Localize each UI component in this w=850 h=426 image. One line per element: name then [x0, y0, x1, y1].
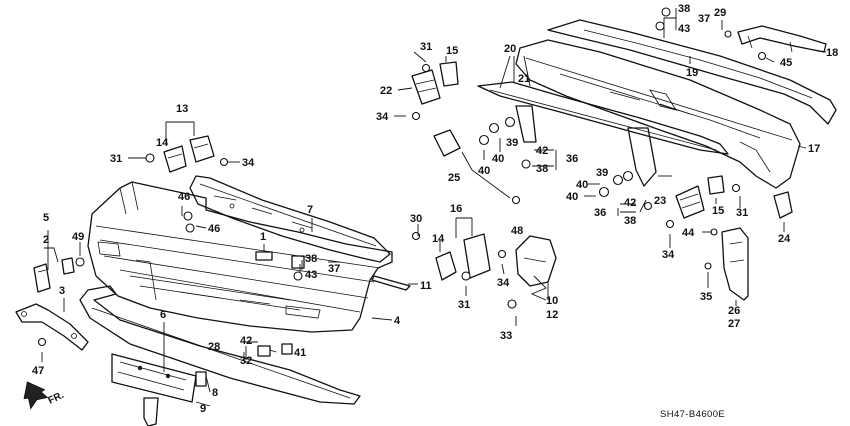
callout-38-rear-a: 38	[536, 163, 548, 175]
diagram-code: SH47-B4600E	[660, 409, 725, 420]
callout-34-rear-a: 34	[497, 277, 510, 289]
callout-33: 33	[500, 330, 512, 342]
callout-38-rear-c: 38	[678, 3, 690, 15]
callout-20: 20	[504, 43, 516, 55]
callout-46-b: 46	[208, 223, 220, 235]
front-bracket-pair	[163, 135, 215, 173]
front-direction-arrow: FR.	[23, 381, 66, 410]
callout-38-front: 38	[305, 253, 317, 265]
callout-40-b: 40	[492, 153, 504, 165]
callout-46-a: 46	[178, 191, 190, 203]
rear-bumper-beam	[477, 81, 729, 155]
rear-mud-guard	[721, 227, 749, 301]
callout-40-d: 40	[566, 191, 578, 203]
callout-34-front: 34	[242, 157, 255, 169]
callout-39-a: 39	[506, 137, 518, 149]
callout-14-rear: 14	[432, 233, 445, 245]
callout-11: 11	[420, 280, 432, 292]
callout-14-front: 14	[156, 137, 169, 149]
callout-numbers: 5 2 3 4 6 7 11 8 9 13 14 31 34 46 46 49 …	[32, 3, 838, 415]
callout-28: 28	[208, 341, 220, 353]
callout-12: 12	[546, 309, 558, 321]
callout-13: 13	[176, 103, 188, 115]
callout-34-rear-b: 34	[376, 111, 389, 123]
rear-upper-molding	[547, 19, 837, 125]
callout-16: 16	[450, 203, 462, 215]
callout-42-front: 42	[240, 335, 252, 347]
callout-31-rear-a: 31	[458, 299, 470, 311]
callout-31-rear-b: 31	[420, 41, 432, 53]
callout-10: 10	[546, 295, 558, 307]
callout-1: 1	[260, 231, 266, 243]
callout-4: 4	[394, 315, 401, 327]
callout-8: 8	[212, 387, 218, 399]
front-bumper-face	[87, 181, 393, 333]
callout-5: 5	[43, 212, 49, 224]
callout-34-rear-c: 34	[662, 249, 675, 261]
callout-15-rear-b: 15	[712, 205, 724, 217]
callout-35: 35	[700, 291, 712, 303]
callout-40-c: 40	[576, 179, 588, 191]
callout-3: 3	[59, 285, 65, 297]
callout-30: 30	[410, 213, 422, 225]
callout-39-b: 39	[596, 167, 608, 179]
callout-17: 17	[808, 143, 820, 155]
front-bumper-stay	[15, 303, 89, 351]
callout-36-b: 36	[594, 207, 606, 219]
callout-9: 9	[200, 403, 206, 415]
callout-36-a: 36	[566, 153, 578, 165]
rear-stays	[515, 105, 725, 219]
callout-24: 24	[778, 233, 791, 245]
callout-6: 6	[160, 309, 166, 321]
license-plate-bracket	[111, 353, 207, 426]
rear-duct-seal	[433, 129, 557, 287]
callout-21: 21	[518, 73, 530, 85]
callout-47: 47	[32, 365, 44, 377]
callout-31-front: 31	[110, 153, 122, 165]
front-small-fasteners	[37, 153, 421, 357]
callout-48: 48	[511, 225, 523, 237]
callout-18: 18	[826, 47, 838, 59]
callout-7: 7	[307, 204, 313, 216]
rear-side-bracket	[411, 61, 459, 105]
callout-25: 25	[448, 172, 460, 184]
callout-23: 23	[654, 195, 666, 207]
direction-label: FR.	[46, 390, 65, 407]
callout-44: 44	[682, 227, 695, 239]
callout-43-rear: 43	[678, 23, 690, 35]
leader-lines	[41, 8, 827, 407]
callout-22: 22	[380, 85, 392, 97]
callout-27: 27	[728, 318, 740, 330]
rear-upper-brackets	[737, 25, 827, 53]
callout-32: 32	[240, 355, 252, 367]
callout-2: 2	[43, 234, 49, 246]
callout-29: 29	[714, 7, 726, 19]
rear-side-trim	[773, 191, 793, 219]
callout-37-rear: 37	[698, 13, 710, 25]
front-side-fitting	[33, 263, 51, 293]
callout-19: 19	[686, 67, 698, 79]
callout-42-rear-b: 42	[624, 197, 636, 209]
callout-43-front: 43	[305, 269, 317, 281]
callout-15-rear-a: 15	[446, 45, 458, 57]
callout-49: 49	[72, 231, 84, 243]
callout-26: 26	[728, 305, 740, 317]
callout-41: 41	[294, 347, 306, 359]
rear-small-fasteners	[411, 7, 767, 309]
callout-45: 45	[780, 57, 792, 69]
front-bumper-beam	[189, 175, 391, 263]
callout-38-rear-b: 38	[624, 215, 636, 227]
rear-bumper-face	[515, 39, 801, 189]
callout-40-a: 40	[478, 165, 490, 177]
front-lower-molding	[79, 285, 361, 405]
callout-42-rear-a: 42	[536, 145, 548, 157]
callout-31-rear-c: 31	[736, 207, 748, 219]
callout-37-front: 37	[328, 263, 340, 275]
